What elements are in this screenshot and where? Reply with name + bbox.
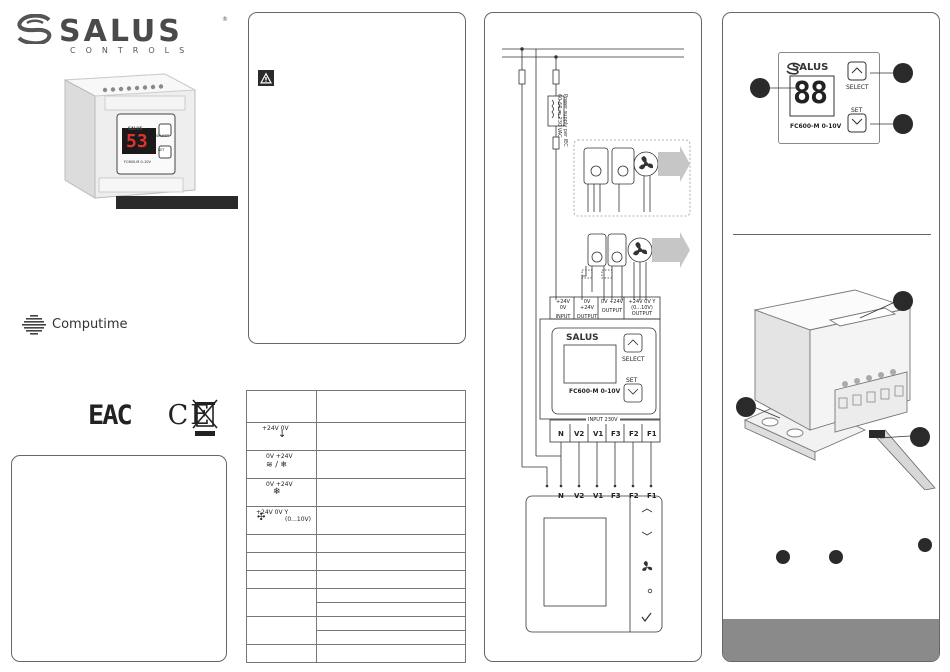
section-divider	[733, 234, 931, 235]
front-panel-set: SET	[851, 107, 863, 114]
callout-2	[893, 63, 913, 83]
wiring-diagram	[502, 47, 691, 633]
terminal-input: +24V 0V INPUT	[555, 299, 571, 320]
callout-3	[893, 114, 913, 134]
product-photo-brand: SALUS	[128, 126, 143, 131]
salus-swirl-icon	[17, 14, 52, 44]
brand-sub: CONTROLS	[70, 46, 195, 55]
table-row	[246, 506, 317, 535]
din-rail-illustration	[743, 289, 936, 490]
wiring-select-label: SELECT	[622, 356, 645, 363]
eac-mark: EAC	[88, 400, 133, 431]
front-panel-model: FC600-M 0-10V	[790, 123, 842, 130]
title-bar	[116, 196, 238, 209]
warning-box	[248, 12, 466, 344]
callout-leaders	[768, 72, 894, 125]
row4-fan-icon: ✣	[257, 512, 266, 523]
row4-range: (0...10V)	[285, 516, 311, 523]
product-photo-model: FC600-M 0-10V	[124, 160, 151, 164]
callout-5	[736, 397, 756, 417]
terminal-output-3: +24V 0V Y (0...10V) OUTPUT	[628, 299, 656, 317]
step-dot-1	[776, 550, 790, 564]
step-dot-3	[918, 538, 932, 552]
terminal-output-1: 0V +24V OUTPUT	[576, 299, 598, 320]
row2-terminals: 0V +24V	[266, 453, 293, 460]
transformer-note-1: Power supply per IEC	[562, 94, 568, 147]
step-dot-2	[829, 550, 843, 564]
wiring-panel	[484, 12, 702, 662]
row1-terminals: +24V 0V	[262, 425, 289, 432]
front-panel-brand: SALUS	[792, 62, 829, 73]
computime-icon	[22, 315, 46, 335]
wiring-device-model: FC600-M 0-10V	[569, 388, 621, 395]
product-photo-set: SET	[158, 148, 165, 152]
weee-bin-icon	[192, 399, 218, 436]
product-photo-display: 53	[126, 131, 148, 152]
cover-info-box	[11, 455, 227, 662]
callout-6	[910, 427, 930, 447]
footer-band	[723, 619, 939, 661]
row2-heat-cool-icon: ≋ / ❄	[266, 460, 288, 469]
row3-cool-icon: ❄	[273, 487, 281, 497]
product-photo	[63, 73, 197, 199]
front-panel-drawing	[786, 61, 867, 133]
terminal-table	[246, 390, 466, 663]
row4-terminals: +24V 0V Y	[256, 509, 289, 516]
brand-reg: ®	[222, 16, 228, 23]
wiring-input-label: INPUT 230V	[586, 417, 620, 423]
computime-name: Computime	[52, 317, 128, 332]
brand-name: SALUS	[59, 14, 183, 49]
callout-4	[893, 291, 913, 311]
callout-1	[750, 78, 770, 98]
front-panel-select: SELECT	[846, 84, 869, 91]
product-photo-select: SELECT	[156, 134, 170, 138]
wiring-set-label: SET	[626, 377, 638, 384]
warning-icon	[258, 70, 274, 86]
transformer-note-2: 60-60 m 230 VAC	[556, 94, 562, 138]
wiring-device-brand: SALUS	[566, 333, 599, 343]
row3-terminals: 0V +24V	[266, 481, 293, 488]
callout-leaders-2	[753, 301, 911, 439]
row1-arrow-icon: ↓	[278, 429, 287, 440]
terminal-output-2: 0V +24V OUTPUT	[600, 299, 624, 314]
table-row	[246, 422, 317, 451]
front-panel-display: 88	[793, 76, 828, 111]
